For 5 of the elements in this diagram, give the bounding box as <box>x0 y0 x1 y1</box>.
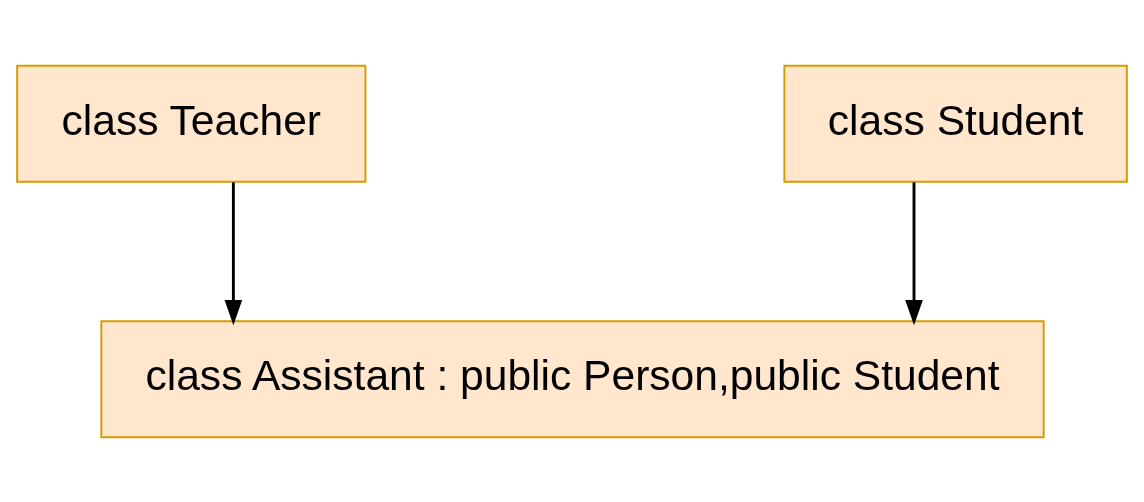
node-box: class Assistant : public Person,public Student <box>100 319 1045 438</box>
arrow <box>905 181 923 325</box>
node-box: class Student <box>783 64 1128 183</box>
node-box: class Teacher <box>16 64 367 183</box>
arrow <box>224 181 243 325</box>
